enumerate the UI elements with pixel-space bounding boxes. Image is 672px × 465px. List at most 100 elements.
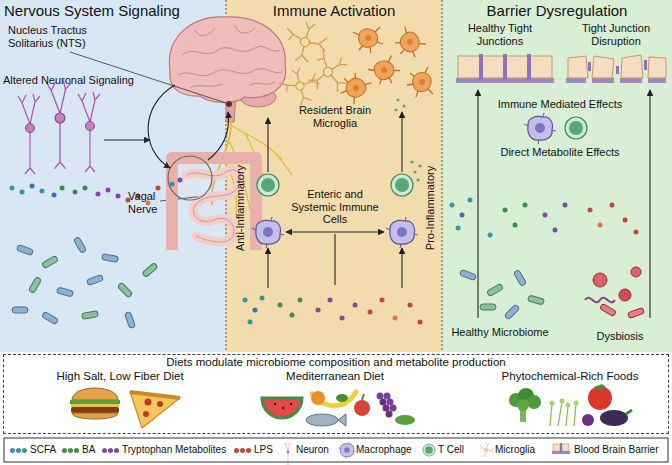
healthy-microbiome	[459, 269, 476, 280]
activated-microglia	[353, 27, 383, 53]
diet-label: Phytochemical-Rich Foods	[480, 370, 660, 383]
legend-icons	[552, 451, 570, 454]
legend-text: SCFA	[30, 444, 56, 456]
immune-cells	[565, 117, 587, 139]
barrier-arrows	[478, 90, 650, 318]
mediterranean-food-icon	[380, 399, 387, 406]
legend-frame	[4, 438, 668, 462]
metabolite-dots	[298, 298, 303, 303]
burger-icon	[72, 413, 118, 419]
metabolite-dots	[460, 213, 465, 218]
healthy-tight-junction	[503, 54, 507, 80]
callout-label: Tight Junction Disruption	[566, 22, 666, 47]
metabolite-dots	[380, 298, 385, 303]
callout-label: Enteric and Systemic Immune Cells	[289, 188, 381, 226]
healthy-microbiome	[504, 304, 520, 320]
metabolite-dots	[52, 193, 57, 198]
phytochemical-food-icon	[582, 414, 594, 426]
brain-illustration	[226, 101, 232, 107]
dysbiosis-microbes	[627, 307, 644, 318]
metabolite-dots	[83, 186, 88, 191]
metabolite-dots	[418, 320, 423, 325]
healthy-tight-junction	[479, 54, 483, 80]
metabolite-dots	[278, 303, 283, 308]
metabolite-dots	[248, 320, 253, 325]
mediterranean-food-icon	[290, 403, 292, 405]
neuron-illustration	[78, 92, 100, 172]
disrupted-tight-junction	[620, 78, 642, 83]
metabolite-dots	[73, 190, 78, 195]
metabolite-dots	[353, 303, 358, 308]
phytochemical-food-icon	[518, 388, 534, 404]
immune-cells	[391, 174, 413, 196]
barrier-arrows	[477, 90, 478, 318]
dysbiosis-microbes	[600, 303, 617, 316]
metabolite-dots	[20, 190, 25, 195]
gut-illustration	[186, 170, 240, 242]
legend-swatch	[102, 448, 107, 453]
metabolite-dots	[588, 208, 593, 213]
healthy-tight-junction	[506, 56, 528, 78]
disrupted-tight-junction	[648, 57, 666, 78]
callout-label: Resident Brain Microglia	[290, 104, 380, 129]
bacteria-cluster	[42, 255, 59, 268]
activated-microglia	[397, 99, 400, 102]
metabolite-dots	[260, 296, 265, 301]
metabolite-dots	[513, 223, 518, 228]
bacteria-cluster	[142, 263, 158, 278]
legend-icons	[562, 444, 569, 451]
bacteria-cluster	[28, 277, 41, 294]
mediterranean-food-icon	[377, 393, 384, 400]
phytochemical-food-icon	[520, 404, 526, 422]
metabolite-dots	[30, 184, 35, 189]
healthy-tight-junction	[456, 54, 554, 83]
healthy-microbiome	[527, 295, 544, 305]
metabolite-dots	[468, 198, 473, 203]
phytochemical-food-icon	[560, 399, 565, 404]
metabolite-dots	[156, 186, 161, 191]
gut-brain-arrow	[208, 112, 228, 160]
immune-cells	[416, 178, 419, 181]
vagal-nerve	[160, 118, 292, 215]
legend-text: LPS	[254, 444, 273, 456]
mediterranean-food-icon	[338, 414, 346, 426]
metabolite-dots	[340, 316, 345, 321]
immune-arrows	[401, 112, 402, 172]
immune-cells	[418, 164, 421, 167]
legend-swatch	[62, 448, 67, 453]
gut-brain-arrow	[148, 85, 228, 168]
mediterranean-food-icon	[390, 405, 397, 412]
dysbiosis-microbes	[593, 273, 607, 287]
legend-icons	[285, 442, 570, 465]
barrier-arrows	[649, 90, 650, 318]
panel: Nervous System Signaling	[0, 0, 226, 352]
bacteria-cluster	[56, 287, 73, 297]
mediterranean-food-icon	[262, 398, 302, 418]
vagal-nerve	[160, 195, 214, 201]
immune-cells	[252, 160, 422, 248]
panel-title: Nervous System Signaling	[0, 0, 226, 22]
pizza-icon	[130, 392, 180, 398]
disrupted-tight-junction	[644, 60, 647, 70]
activated-microglia	[389, 23, 428, 63]
metabolite-dots	[368, 310, 373, 315]
legend-icons	[423, 444, 435, 456]
bacteria-cluster	[102, 254, 119, 263]
activated-microglia	[407, 67, 433, 97]
dysbiosis-microbes	[631, 267, 641, 277]
immune-arrows	[401, 248, 402, 288]
legend-text: Tryptophan Metabolites	[122, 444, 226, 456]
pizza-icon	[130, 392, 180, 428]
legend-icons	[338, 442, 356, 459]
metabolite-dots	[598, 223, 603, 228]
dysbiosis-microbes	[585, 298, 615, 303]
legend-text: T Cell	[438, 444, 464, 456]
callout-label: Nucleus Tractus Solitarius (NTS)	[8, 24, 103, 49]
activated-microglia	[403, 105, 406, 108]
disrupted-tight-junction	[592, 56, 614, 78]
phytochemical-food-icon	[517, 399, 529, 411]
metabolite-dots	[96, 192, 101, 197]
healthy-tight-junction	[458, 56, 480, 78]
brain-illustration	[190, 25, 275, 88]
